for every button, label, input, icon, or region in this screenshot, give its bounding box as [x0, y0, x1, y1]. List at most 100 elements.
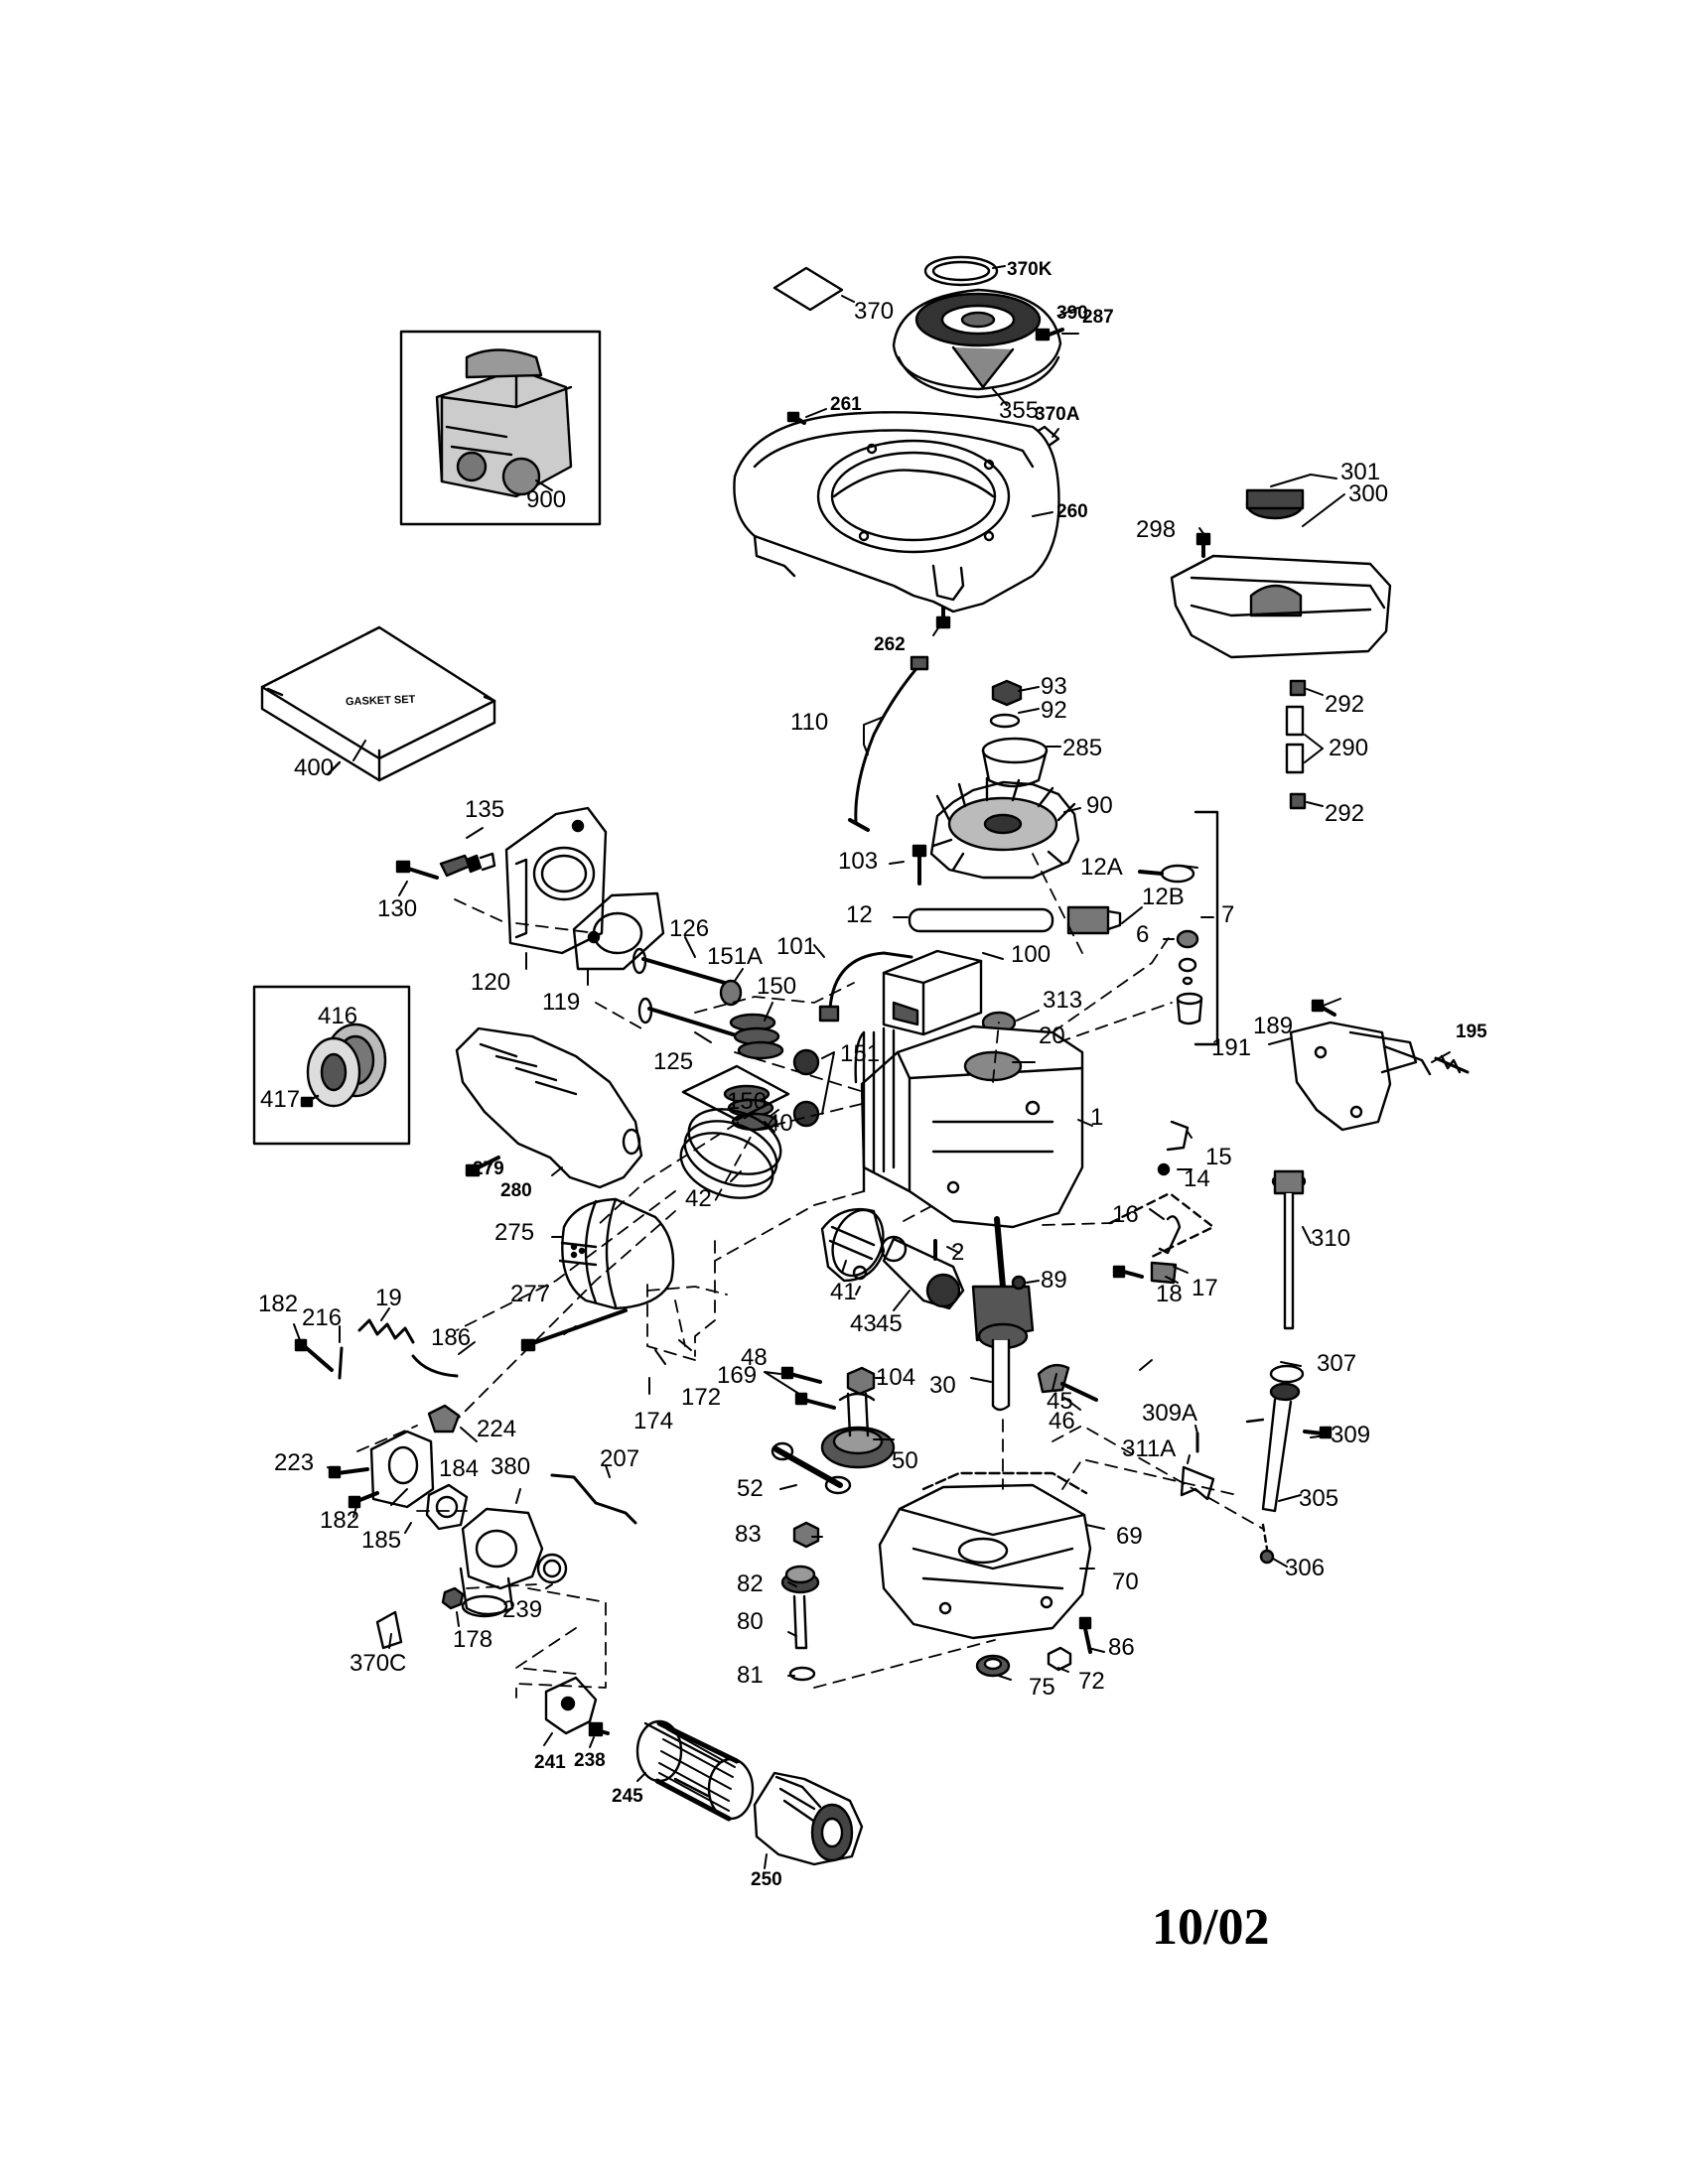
part-label-370A: 370A	[1035, 404, 1080, 425]
part-label-130: 130	[377, 895, 418, 922]
part-15	[1166, 1120, 1190, 1152]
part-label-6: 6	[1136, 921, 1150, 948]
part-224	[427, 1404, 461, 1433]
spark-plug-135	[439, 852, 496, 878]
part-label-292b: 292	[1325, 800, 1365, 827]
control-bracket-191	[1289, 1021, 1432, 1132]
part-label-261: 261	[830, 394, 862, 415]
part-label-15: 15	[1205, 1144, 1232, 1170]
part-label-245: 245	[612, 1786, 643, 1807]
part-label-285: 285	[1062, 735, 1103, 761]
washer-92	[989, 713, 1021, 729]
part-label-298: 298	[1136, 516, 1177, 543]
wire-101	[828, 951, 913, 1011]
part-label-104: 104	[876, 1364, 916, 1391]
bolt-48b	[802, 1398, 836, 1410]
part-label-306: 306	[1285, 1555, 1326, 1581]
part-label-72: 72	[1078, 1668, 1105, 1695]
screw-223	[336, 1467, 369, 1475]
part-label-12B: 12B	[1142, 884, 1185, 910]
part-label-2: 2	[951, 1239, 965, 1266]
part-label-239: 239	[502, 1596, 543, 1623]
rings-box-40	[681, 1064, 790, 1122]
retainer-151A	[719, 979, 743, 1007]
spring-150-top	[729, 1013, 784, 1060]
seal-239	[536, 1553, 568, 1584]
part-label-43: 43	[850, 1310, 877, 1337]
part-label-90: 90	[1086, 792, 1113, 819]
part-14	[1157, 1162, 1171, 1176]
part-label-191: 191	[1211, 1034, 1252, 1061]
plug-72	[1047, 1646, 1072, 1672]
air-filter-245	[635, 1719, 755, 1822]
part-label-380: 380	[491, 1453, 531, 1480]
air-deflector-280	[455, 1026, 643, 1189]
part-label-101: 101	[776, 933, 817, 960]
part-label-16: 16	[1112, 1201, 1139, 1228]
decal-370	[772, 266, 844, 312]
part-label-50: 50	[892, 1447, 918, 1474]
filter-base-241	[544, 1676, 598, 1735]
part-label-172: 172	[681, 1384, 722, 1411]
link-216	[338, 1346, 344, 1380]
part-label-19: 19	[375, 1285, 402, 1311]
lead-110	[854, 663, 921, 824]
cup-285	[981, 737, 1049, 788]
part-label-7: 7	[1221, 901, 1235, 928]
piston-41	[820, 1207, 886, 1283]
part-label-400: 400	[294, 754, 335, 781]
part-label-89: 89	[1041, 1267, 1067, 1294]
cup-7	[1176, 997, 1203, 1025]
part-label-45a: 45	[876, 1310, 903, 1337]
engine-block-1	[854, 1024, 1084, 1229]
part-label-292a: 292	[1325, 691, 1365, 718]
part-label-178: 178	[453, 1626, 493, 1653]
part-label-313: 313	[1043, 987, 1083, 1014]
part-label-75: 75	[1029, 1674, 1055, 1701]
part-label-48: 48	[741, 1344, 768, 1371]
part-label-41: 41	[830, 1279, 857, 1305]
part-label-301: 301	[1340, 459, 1381, 485]
part-label-40: 40	[767, 1110, 793, 1137]
part-label-92: 92	[1041, 697, 1067, 724]
gear-82	[780, 1565, 820, 1594]
part-label-186: 186	[431, 1324, 472, 1351]
part-label-310: 310	[1311, 1225, 1351, 1252]
part-label-307: 307	[1317, 1350, 1357, 1377]
crankshaft-30	[971, 1216, 1035, 1412]
bolt-277	[528, 1308, 628, 1346]
part-label-223: 223	[274, 1449, 315, 1476]
bolt-48a	[788, 1372, 822, 1384]
part-83	[792, 1521, 820, 1549]
inset-engine-900	[399, 330, 602, 526]
shaft-80	[792, 1594, 808, 1650]
fuel-tank-300	[1170, 488, 1392, 659]
part-label-52: 52	[737, 1475, 764, 1502]
hose-12	[908, 907, 1054, 933]
retainer-151b	[792, 1100, 820, 1128]
part-16	[1158, 1215, 1182, 1255]
part-label-290: 290	[1329, 735, 1369, 761]
part-label-20: 20	[1039, 1023, 1065, 1049]
part-label-370: 370	[854, 298, 895, 325]
dipstick-310	[1271, 1169, 1307, 1330]
connecting-rod-45	[880, 1235, 965, 1310]
part-label-1: 1	[1090, 1104, 1104, 1131]
bracket-7	[1193, 810, 1219, 1046]
part-label-93: 93	[1041, 673, 1067, 700]
part-label-279: 279	[473, 1159, 504, 1179]
part-label-309: 309	[1331, 1422, 1371, 1448]
part-label-287: 287	[1082, 307, 1114, 328]
part-label-184: 184	[439, 1455, 480, 1482]
part-label-900: 900	[526, 486, 567, 513]
part-label-18: 18	[1156, 1281, 1183, 1307]
connector-12B	[1066, 905, 1122, 935]
part-label-224: 224	[477, 1416, 517, 1442]
filter-cover-250	[753, 1771, 864, 1866]
clamp-292-top	[1289, 679, 1307, 697]
decal-370C	[375, 1610, 403, 1650]
link-186	[411, 1354, 459, 1378]
gasket-69	[921, 1471, 1088, 1495]
fuel-line-290a	[1285, 705, 1305, 737]
